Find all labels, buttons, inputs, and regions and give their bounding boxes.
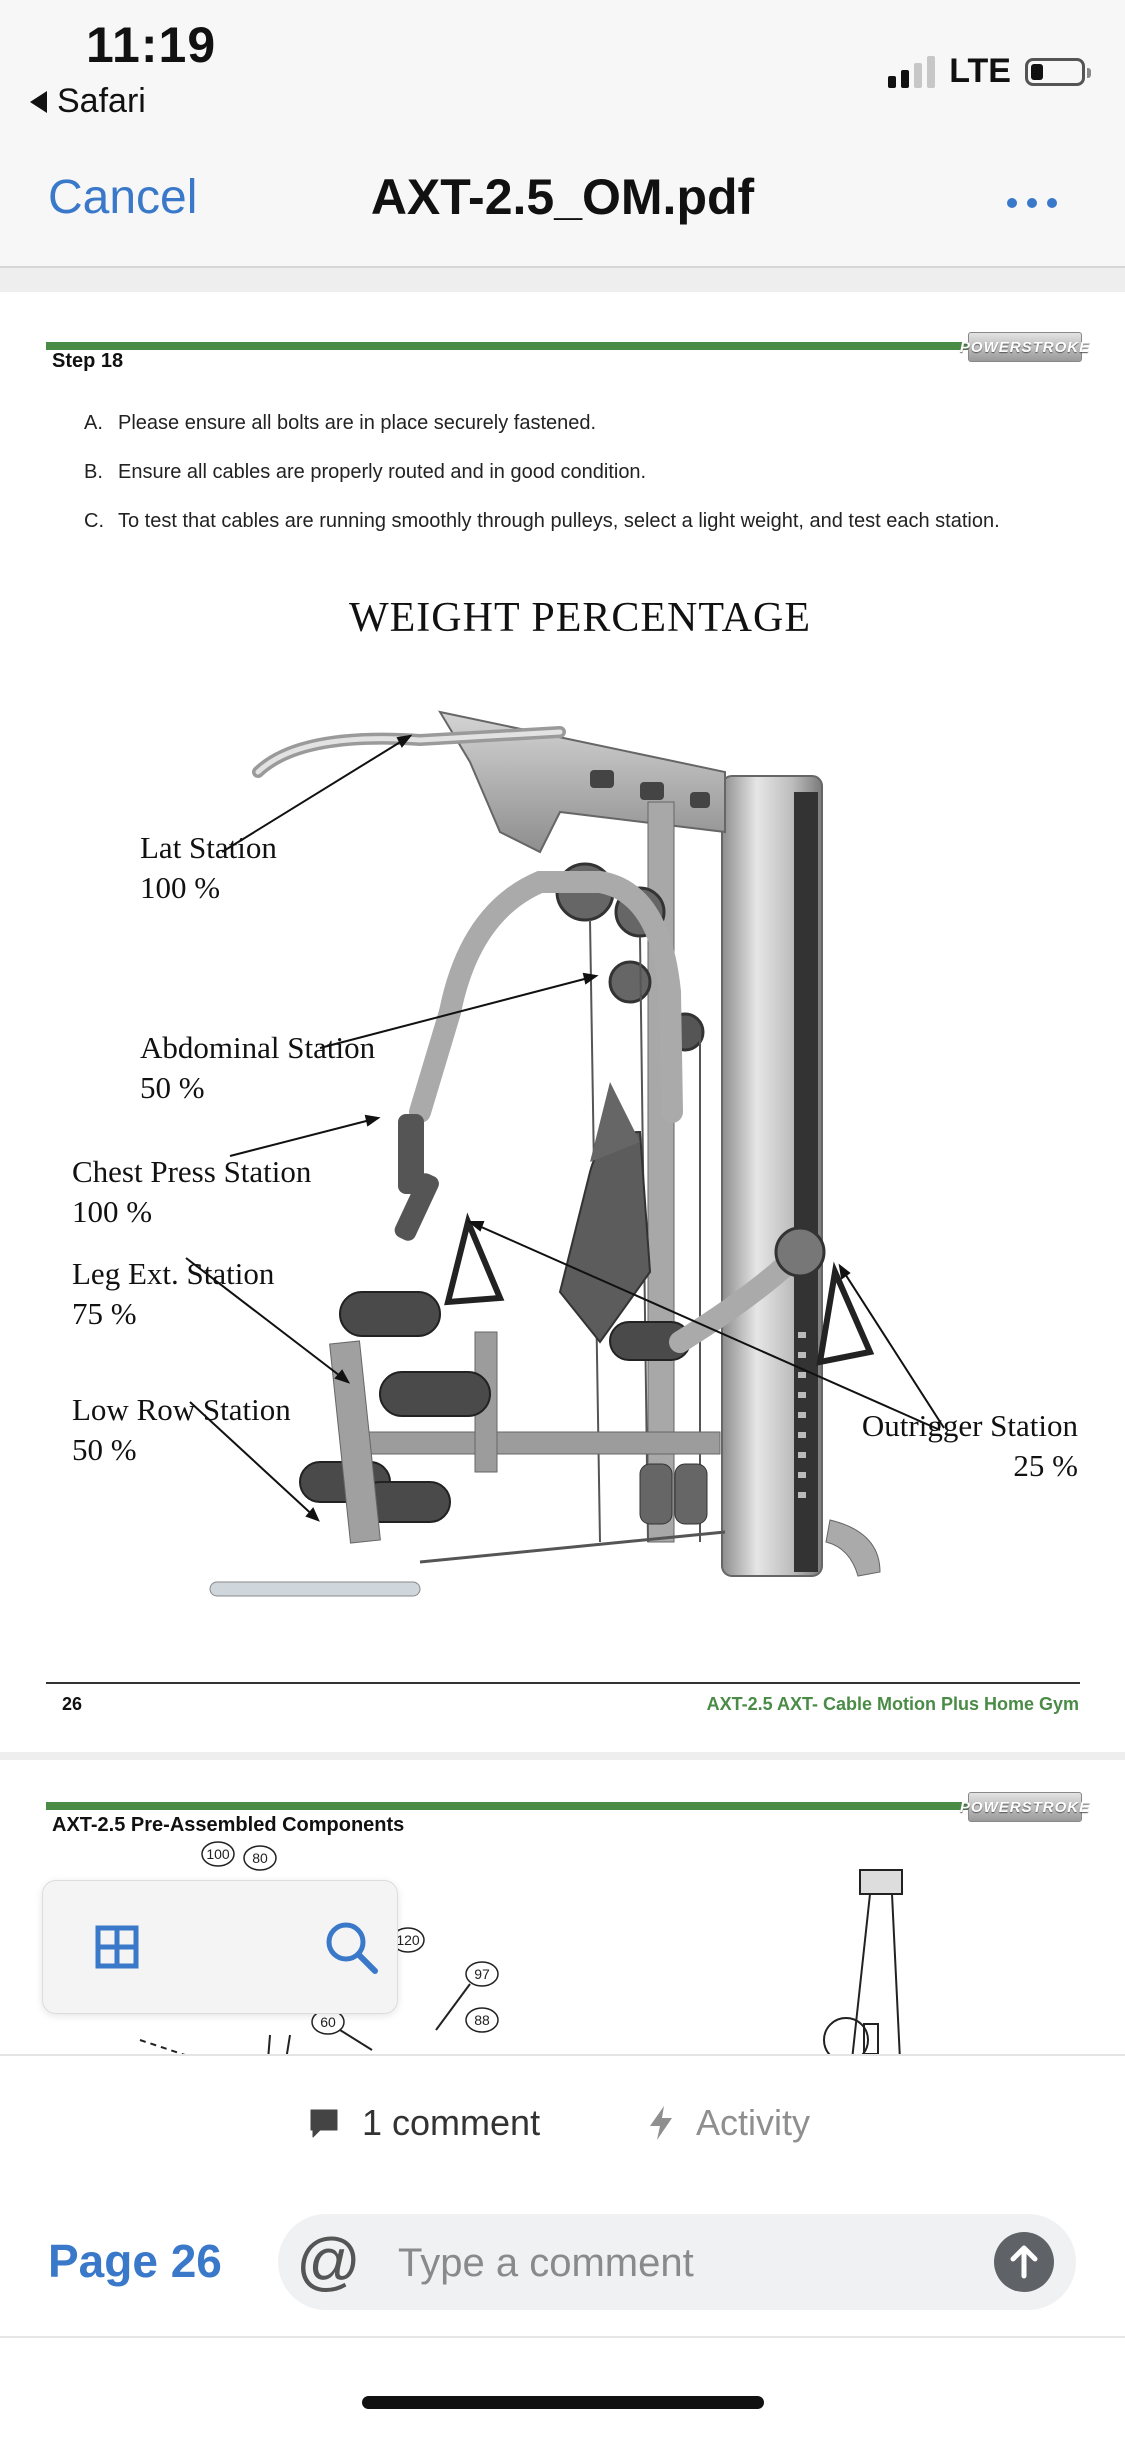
navigation-bar: Cancel AXT-2.5_OM.pdf [0,140,1125,268]
pdf-footer-model: AXT-2.5 AXT- Cable Motion Plus Home Gym [706,1694,1079,1714]
grid-icon[interactable] [95,1925,139,1969]
activity-tab[interactable]: Activity [648,2102,810,2144]
home-gym-illustration [185,710,945,1597]
pdf-viewer[interactable]: POWERSTROKE Step 18 A.Please ensure all … [0,268,1125,2054]
cancel-button[interactable]: Cancel [48,171,198,224]
send-comment-button[interactable] [994,2232,1054,2292]
header-green-rule [46,1802,968,1810]
pdf-page-26: POWERSTROKE Step 18 A.Please ensure all … [0,292,1125,1752]
comments-tab[interactable]: 1 comment [308,2102,540,2144]
panel-divider [0,2336,1125,2338]
comment-input[interactable] [396,2232,960,2294]
header-green-rule [46,342,968,350]
signal-strength-icon [888,55,936,88]
callout-label: 100 [206,1846,230,1862]
comment-icon [310,2109,338,2138]
brand-logo: POWERSTROKE [960,1792,1089,1822]
comments-tab-label: 1 comment [362,2102,541,2143]
comment-composer: @ [278,2214,1076,2310]
brand-logo: POWERSTROKE [960,332,1089,362]
back-to-safari[interactable]: Safari [30,82,146,121]
page-27-header: AXT-2.5 Pre-Assembled Components [52,1814,405,1836]
instruction-item: B.Ensure all cables are properly routed … [84,461,647,483]
page-indicator[interactable]: Page 26 [48,2235,222,2287]
pdf-page-number: 26 [62,1694,83,1714]
network-type: LTE [949,52,1011,90]
footer-rule [46,1682,1080,1684]
status-bar: 11:19 Safari LTE [0,0,1125,140]
arrow-up-icon [1010,2245,1038,2279]
back-arrow-icon [30,90,47,113]
status-indicators: LTE [888,52,1091,91]
status-time: 11:19 [86,17,217,73]
diagram-title: WEIGHT PERCENTAGE [349,595,811,641]
home-indicator[interactable] [362,2396,764,2409]
more-options-button[interactable] [1007,198,1057,208]
search-icon[interactable] [323,1919,379,1975]
lightning-icon [650,2106,672,2140]
callout-label: 60 [320,2014,336,2030]
instruction-item: A.Please ensure all bolts are in place s… [84,412,597,434]
document-title: AXT-2.5_OM.pdf [370,169,755,225]
pdf-tools-panel [42,1880,398,2014]
mention-icon[interactable]: @ [296,2225,361,2297]
callout-label: 80 [252,1850,268,1866]
back-app-label: Safari [57,82,146,120]
battery-level [1031,63,1043,80]
instruction-list: A.Please ensure all bolts are in place s… [84,412,1000,559]
callout-label: 120 [396,1932,420,1948]
instruction-item: C.To test that cables are running smooth… [84,510,1000,532]
callout-label: 97 [474,1966,490,1982]
ellipsis-icon [1007,198,1017,208]
activity-tab-label: Activity [696,2102,811,2143]
step-label: Step 18 [52,350,124,372]
comments-panel: 1 comment Activity Page 26 @ [0,2054,1125,2438]
battery-icon [1025,57,1091,86]
callout-label: 88 [474,2012,490,2028]
components-diagram: 100 80 120 97 60 88 [139,1841,903,2054]
